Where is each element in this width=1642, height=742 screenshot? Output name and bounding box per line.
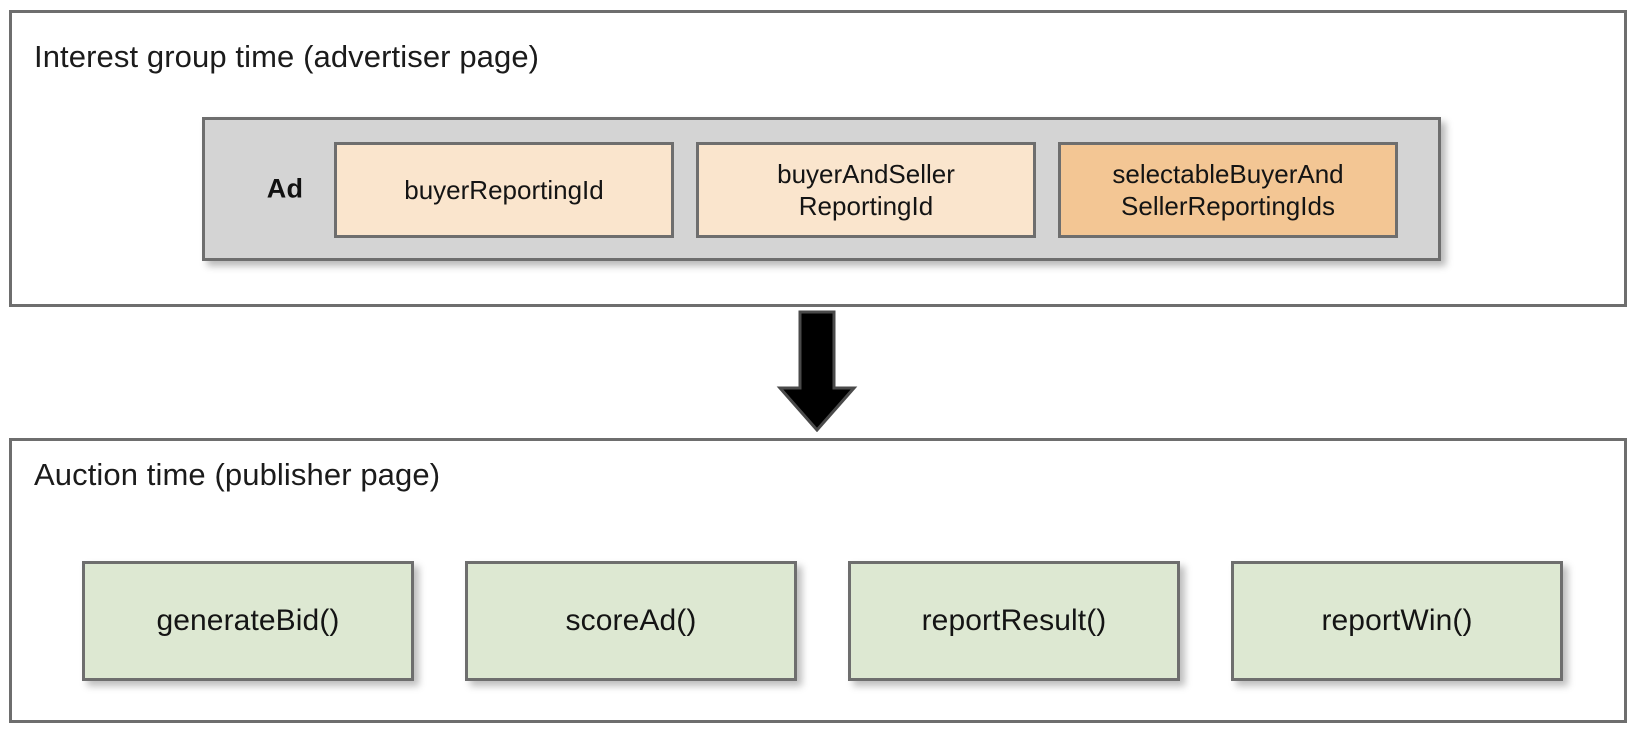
function-box-label: scoreAd() xyxy=(565,604,697,637)
ad-group-label: Ad xyxy=(266,173,304,204)
reporting-id-box-selectable-buyer-and-seller-reporting-ids[interactable]: selectableBuyerAnd SellerReportingIds xyxy=(1058,142,1398,238)
function-box-label: reportResult() xyxy=(921,604,1107,637)
function-box-score-ad[interactable]: scoreAd() xyxy=(465,561,797,681)
function-box-report-win[interactable]: reportWin() xyxy=(1231,561,1563,681)
function-box-report-result[interactable]: reportResult() xyxy=(848,561,1180,681)
down-arrow-icon xyxy=(776,310,858,432)
section-publisher-page: Auction time (publisher page) generateBi… xyxy=(9,438,1627,723)
section-advertiser-page: Interest group time (advertiser page) Ad… xyxy=(9,10,1627,307)
ad-group-container: Ad buyerReportingId buyerAndSeller Repor… xyxy=(202,117,1441,261)
reporting-id-box-buyer-and-seller-reporting-id[interactable]: buyerAndSeller ReportingId xyxy=(696,142,1036,238)
function-box-label: generateBid() xyxy=(156,604,340,637)
page-title-advertiser: Interest group time (advertiser page) xyxy=(34,39,540,74)
reporting-id-box-label: buyerReportingId xyxy=(404,175,604,205)
reporting-id-box-label-line1: selectableBuyerAnd xyxy=(1112,159,1344,189)
reporting-id-box-label-line2: ReportingId xyxy=(798,191,934,221)
page-title-auction: Auction time (publisher page) xyxy=(34,457,441,492)
reporting-id-box-label: buyerAndSeller ReportingId xyxy=(777,158,955,222)
function-box-generate-bid[interactable]: generateBid() xyxy=(82,561,414,681)
reporting-id-box-label: selectableBuyerAnd SellerReportingIds xyxy=(1112,158,1343,222)
reporting-id-box-buyer-reporting-id[interactable]: buyerReportingId xyxy=(334,142,674,238)
reporting-id-box-label-line1: buyerAndSeller xyxy=(777,159,955,189)
function-box-label: reportWin() xyxy=(1321,604,1473,637)
reporting-id-box-label-line2: SellerReportingIds xyxy=(1121,191,1335,221)
